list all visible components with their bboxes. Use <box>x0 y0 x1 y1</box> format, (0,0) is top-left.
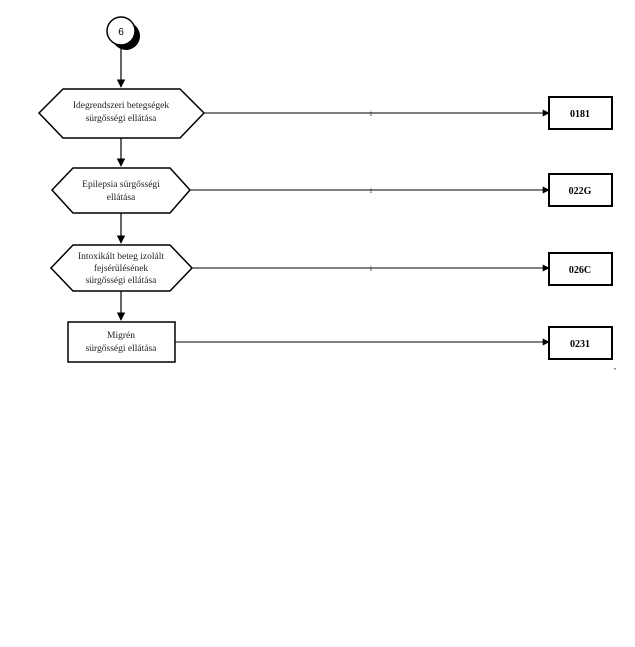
node-label-line: Migrén <box>107 331 135 341</box>
node-label-line: Intoxikált beteg izolált <box>78 252 164 262</box>
process-node-4: Migrén sürgősségi ellátása <box>67 321 176 363</box>
node-label-line: sürgősségi ellátása <box>86 114 158 124</box>
decision-node-3: Intoxikált beteg izolált fejsérülésének … <box>49 244 194 292</box>
node-label-line: Idegrendszeri betegségek <box>73 101 170 111</box>
off-page-connector: 6 <box>106 16 140 50</box>
branch-condition: i <box>370 109 373 118</box>
hexagon-shape <box>49 244 194 292</box>
connector-label: 6 <box>118 27 124 38</box>
node-label-line: sürgősségi ellátása <box>86 276 158 286</box>
code-label: 0231 <box>570 339 590 350</box>
code-label: 022G <box>569 186 592 197</box>
code-box-shape <box>548 173 613 207</box>
footer-mark: " <box>614 367 617 375</box>
code-box-shape <box>548 252 613 286</box>
rect-shape <box>67 321 176 363</box>
branch-condition: i <box>370 186 373 195</box>
branch-condition: i <box>370 264 373 273</box>
node-label-line: Epilepsia sürgősségi <box>82 180 160 190</box>
connector-circle <box>106 16 136 46</box>
code-box-4: 0231 <box>548 326 613 360</box>
code-label: 026C <box>569 265 591 276</box>
code-label: 0181 <box>570 109 590 120</box>
hexagon-shape <box>37 88 206 139</box>
code-box-3: 026C <box>548 252 613 286</box>
node-label-line: fejsérülésének <box>94 263 149 274</box>
node-label-line: sürgősségi ellátása <box>86 344 158 354</box>
code-box-shape <box>548 326 613 360</box>
code-box-1: 0181 <box>548 96 613 130</box>
code-box-shape <box>548 96 613 130</box>
decision-node-1: Idegrendszeri betegségek sürgősségi ellá… <box>37 88 206 139</box>
code-box-2: 022G <box>548 173 613 207</box>
decision-node-2: Epilepsia sürgősségi ellátása <box>50 167 192 214</box>
hexagon-shape <box>50 167 192 214</box>
node-label-line: ellátása <box>107 193 136 203</box>
